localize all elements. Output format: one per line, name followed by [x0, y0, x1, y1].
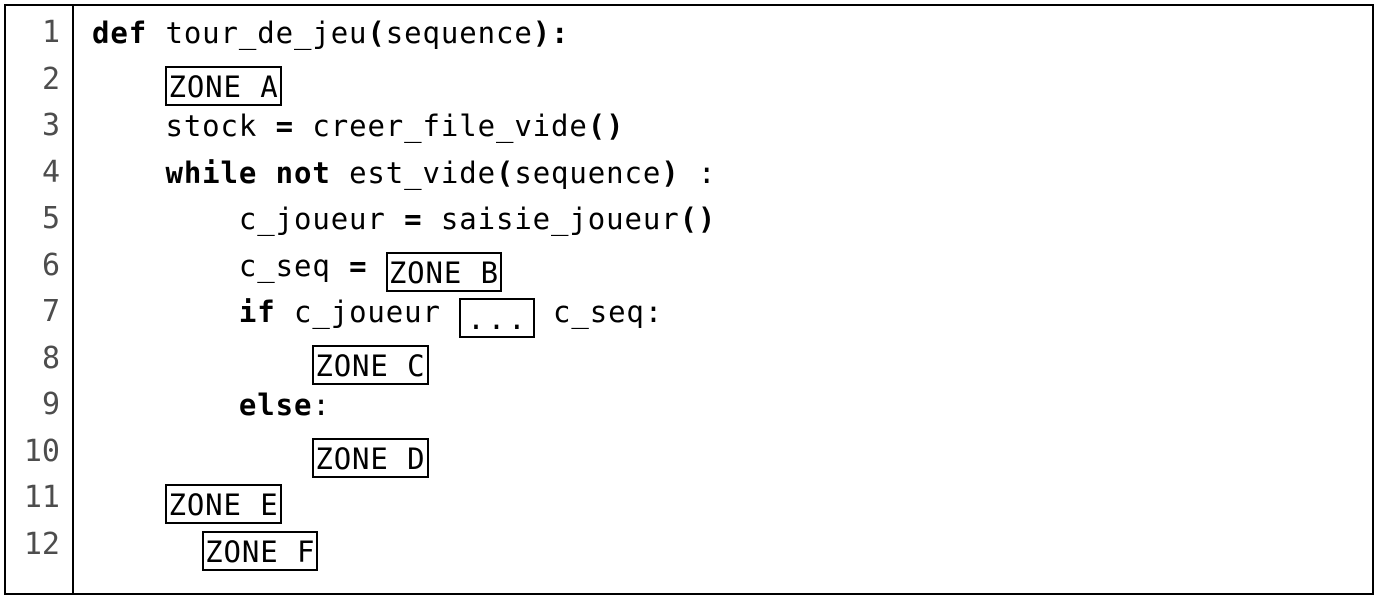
code-text: est_vide — [330, 155, 496, 190]
code-text: : — [312, 388, 331, 422]
code-line: while not est_vide(sequence) : — [74, 150, 1372, 197]
line-number: 8 — [41, 340, 60, 376]
code-line: c_joueur = saisie_joueur() — [74, 196, 1372, 243]
code-text: c_joueur — [238, 202, 405, 236]
indent — [92, 109, 165, 143]
code-keyword: def — [92, 16, 148, 50]
indent — [92, 342, 312, 376]
zone-placeholder-box[interactable]: ZONE E — [165, 484, 282, 524]
line-number: 3 — [41, 108, 60, 143]
code-operator: ) — [661, 155, 680, 190]
indent — [92, 295, 239, 329]
line-number: 11 — [23, 480, 60, 515]
indent — [92, 481, 165, 515]
code-line: if c_joueur ... c_seq: — [74, 289, 1372, 338]
code-keyword: if — [238, 295, 276, 329]
code-text: sequence — [385, 16, 533, 50]
code-keyword: while not — [165, 155, 331, 190]
code-operator: = — [404, 202, 423, 236]
code-text: : — [679, 155, 717, 190]
code-operator: ( — [367, 16, 386, 50]
code-line: def tour_de_jeu(sequence): — [74, 10, 1372, 57]
code-line: stock = creer_file_vide() — [74, 103, 1372, 150]
code-line: ZONE F — [74, 522, 1372, 571]
indent — [92, 156, 165, 190]
code-text: tour_de_jeu — [147, 16, 368, 50]
zone-placeholder-box[interactable]: ZONE D — [312, 437, 429, 478]
line-number: 9 — [41, 387, 60, 422]
code-line: ZONE A — [74, 57, 1372, 106]
zone-placeholder-box[interactable]: ZONE B — [385, 251, 502, 292]
indent — [92, 528, 202, 562]
code-text: c_joueur — [275, 295, 460, 329]
code-area: def tour_de_jeu(sequence): ZONE A stock … — [74, 6, 1372, 593]
line-number: 6 — [41, 247, 60, 283]
code-text — [367, 249, 385, 283]
indent — [92, 63, 165, 97]
indent — [92, 202, 239, 236]
zone-placeholder-box[interactable]: ZONE F — [202, 530, 319, 571]
code-line: else: — [74, 382, 1372, 429]
line-number: 10 — [23, 433, 60, 469]
line-number: 7 — [41, 294, 60, 329]
code-text: c_seq — [238, 248, 350, 283]
code-operator: () — [587, 109, 625, 143]
code-line: ZONE C — [74, 336, 1372, 385]
indent — [92, 249, 239, 283]
code-line: c_seq = ZONE B — [74, 243, 1372, 292]
line-number: 2 — [41, 61, 60, 97]
code-text: stock — [165, 109, 276, 143]
zone-placeholder-box[interactable]: ZONE A — [165, 65, 282, 106]
code-operator: ): — [532, 16, 570, 50]
code-line: ZONE E — [74, 475, 1372, 524]
zone-placeholder-box[interactable]: ZONE C — [312, 344, 429, 385]
indent — [92, 435, 312, 469]
code-text: creer_file_vide — [294, 109, 588, 143]
line-number: 4 — [41, 154, 60, 190]
code-text: c_seq: — [534, 295, 664, 329]
code-keyword: else — [238, 388, 313, 422]
indent — [92, 388, 239, 422]
code-operator: = — [275, 109, 294, 143]
code-text: saisie_joueur — [422, 202, 680, 236]
code-operator: = — [349, 248, 368, 283]
ellipsis-placeholder-box[interactable]: ... — [459, 298, 535, 338]
line-number: 1 — [41, 15, 60, 50]
code-text: sequence — [514, 155, 662, 190]
line-number: 5 — [41, 201, 60, 236]
line-number: 12 — [23, 526, 60, 562]
code-operator: ( — [495, 155, 515, 190]
code-operator: () — [679, 202, 717, 236]
code-line: ZONE D — [74, 429, 1372, 478]
